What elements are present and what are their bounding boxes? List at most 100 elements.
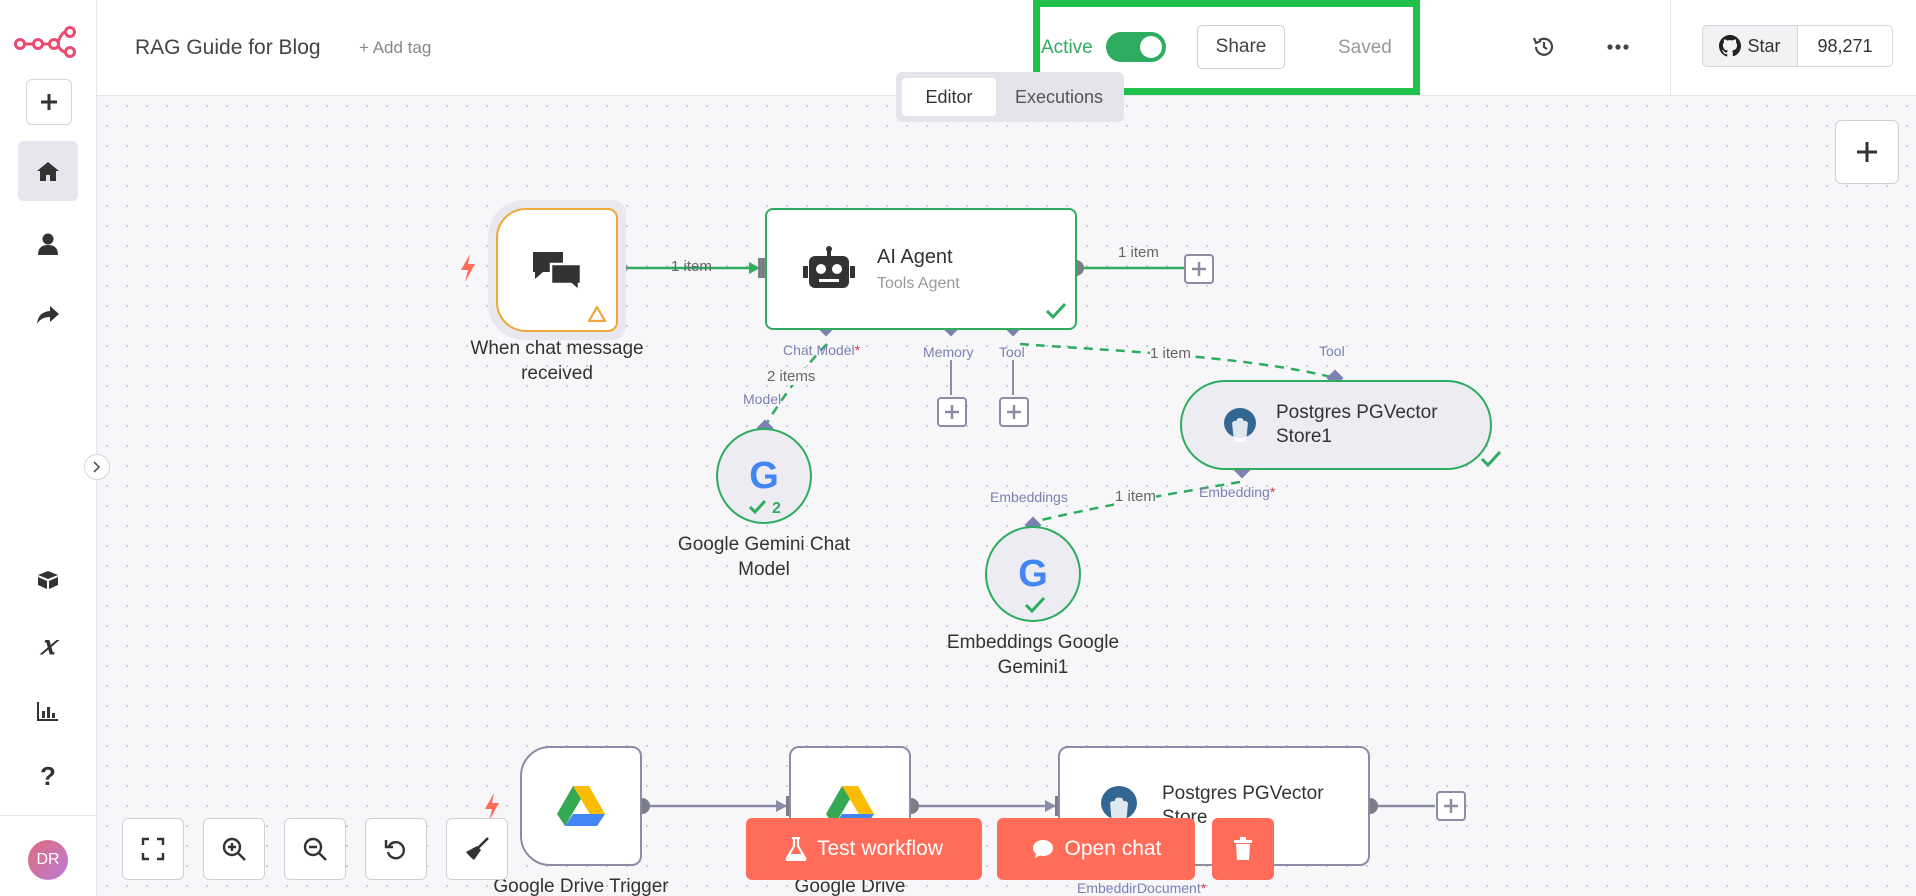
undo-icon (384, 840, 405, 860)
zoom-in-button[interactable] (203, 818, 265, 880)
ai-agent-subtitle: Tools Agent (877, 274, 960, 292)
success-check-icon (1480, 450, 1502, 468)
tab-executions[interactable]: Executions (1014, 86, 1104, 107)
add-icon (1192, 262, 1206, 276)
help-icon: ? (40, 760, 56, 791)
robot-icon (803, 246, 855, 288)
chat-trigger-label: When chat message received (470, 338, 644, 384)
port-label-memory: Memory (923, 344, 974, 360)
port-label-chat-model: Chat Model* (783, 342, 861, 358)
add-next-node-button[interactable] (1436, 791, 1466, 821)
zoom-to-fit-button[interactable] (122, 818, 184, 880)
zoom-out-button[interactable] (284, 818, 346, 880)
test-workflow-label: Test workflow (816, 837, 944, 860)
open-chat-button[interactable]: Open chat (997, 818, 1195, 880)
port-label-embeddings: Embeddings (990, 489, 1068, 505)
reset-zoom-button[interactable] (365, 818, 427, 880)
port-label-model: Model (743, 391, 782, 407)
run-count-badge: 2 (772, 500, 781, 517)
chat-trigger-node[interactable] (496, 208, 618, 332)
chat-bubble-icon (1032, 840, 1053, 858)
zoom-out-icon (303, 837, 327, 861)
variables-icon: 𝑥 (40, 631, 56, 661)
star-label: Star (1747, 35, 1781, 56)
flask-icon (785, 837, 807, 861)
sidebar-divider (0, 815, 97, 816)
add-icon (945, 405, 959, 419)
google-gemini-chat-node[interactable]: G 2 (716, 428, 812, 524)
add-icon (1444, 799, 1458, 813)
success-check-icon (1045, 302, 1067, 320)
sidebar-item-insights[interactable] (18, 681, 78, 741)
tidy-up-button[interactable] (446, 818, 508, 880)
trash-icon (1234, 837, 1252, 860)
collapse-sidebar-button[interactable] (84, 454, 110, 480)
port-label-tool: Tool (999, 344, 1025, 360)
header-divider (1670, 0, 1671, 96)
google-gemini-chat-label: Google Gemini Chat Model (677, 534, 851, 580)
add-icon (41, 94, 57, 110)
google-drive-label: Google Drive (794, 876, 906, 896)
postgres-vector-store1-node[interactable]: Postgres PGVector Store1 (1180, 380, 1492, 470)
embeddings-gemini-node[interactable]: G (985, 526, 1081, 622)
avatar[interactable]: DR (28, 840, 68, 880)
sidebar-item-personal[interactable] (18, 214, 78, 274)
edge-label: 1 item (1150, 345, 1191, 362)
clear-execution-button[interactable] (1212, 818, 1274, 880)
star-count[interactable]: 98,271 (1797, 25, 1893, 67)
more-options-icon[interactable] (1605, 34, 1631, 60)
share-button[interactable]: Share (1197, 25, 1285, 69)
chat-bubbles-icon (533, 252, 583, 292)
saved-status: Saved (1338, 37, 1392, 58)
insights-icon (37, 702, 58, 721)
add-node-button[interactable] (1835, 120, 1899, 184)
sidebar-item-home[interactable] (18, 141, 78, 201)
edge-label: 2 items (767, 368, 816, 385)
edge-label: 1 item (1115, 488, 1156, 505)
postgres-vector-store1-label: Postgres PGVector Store1 (1276, 402, 1438, 447)
sidebar-item-help[interactable]: ? (18, 746, 78, 806)
sidebar-item-templates[interactable] (18, 550, 78, 610)
zoom-in-icon (222, 837, 246, 861)
open-chat-label: Open chat (1064, 837, 1162, 860)
github-icon (1719, 35, 1742, 57)
trigger-bolt-icon (461, 254, 475, 282)
workflow-title[interactable]: RAG Guide for Blog (135, 36, 321, 59)
edge-label: 1 item (1118, 244, 1159, 261)
test-workflow-button[interactable]: Test workflow (746, 818, 982, 880)
history-icon[interactable] (1531, 34, 1557, 60)
add-tag-link[interactable]: + Add tag (359, 38, 432, 57)
github-star-button[interactable]: Star (1702, 25, 1798, 67)
google-drive-icon (557, 786, 605, 826)
sidebar-item-variables[interactable]: 𝑥 (18, 616, 78, 676)
active-toggle[interactable] (1106, 32, 1166, 62)
view-tabs: Editor Executions (896, 72, 1124, 122)
add-button[interactable] (26, 79, 72, 125)
ai-agent-title: AI Agent (877, 245, 953, 268)
trigger-bolt-icon (485, 793, 499, 821)
active-highlight-box (1033, 0, 1420, 95)
user-icon (38, 233, 58, 255)
add-icon (1007, 405, 1021, 419)
success-check-icon (748, 499, 767, 515)
success-check-icon (1024, 596, 1046, 614)
sidebar: 𝑥 ? DR (0, 0, 97, 896)
google-g-icon: G (749, 454, 779, 497)
ai-agent-node[interactable]: AI Agent Tools Agent (765, 208, 1077, 330)
n8n-logo[interactable] (14, 22, 78, 58)
tab-editor[interactable]: Editor (902, 78, 996, 116)
add-tool-button[interactable] (999, 397, 1029, 427)
fit-view-icon (141, 837, 165, 861)
sidebar-item-shared[interactable] (18, 285, 78, 345)
active-label: Active (1041, 37, 1093, 58)
add-memory-button[interactable] (937, 397, 967, 427)
add-next-node-button[interactable] (1184, 254, 1214, 284)
home-icon (37, 162, 59, 181)
warning-icon (588, 306, 606, 322)
port-label-tool-in: Tool (1319, 343, 1345, 359)
google-drive-trigger-node[interactable] (520, 746, 642, 866)
google-g-icon: G (1018, 552, 1048, 595)
port-label-embedding: Embedding* (1199, 484, 1276, 500)
broom-icon (466, 837, 489, 860)
port-label-embedding-document: EmbeddirDocument* (1077, 880, 1207, 896)
